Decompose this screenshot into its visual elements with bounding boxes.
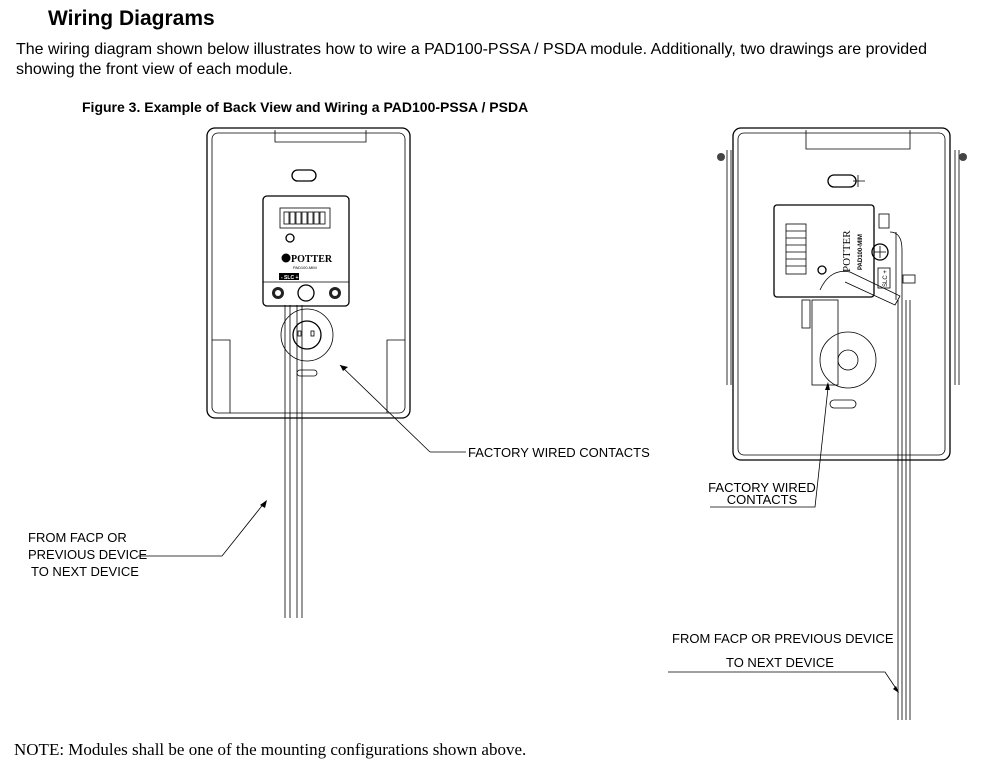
wiring-label-line-1: FROM FACP OR	[28, 530, 127, 545]
wiring-label-line-2: TO NEXT DEVICE	[726, 655, 834, 670]
left-back-view-diagram: POTTER PAD100-MIM - SLC + FACTORY WIRED …	[28, 127, 650, 618]
wiring-label-line-1: FROM FACP OR PREVIOUS DEVICE	[672, 631, 894, 646]
factory-wired-contacts-label-line-1: FACTORY WIRED	[708, 480, 816, 495]
wiring-label-line-3: TO NEXT DEVICE	[31, 564, 139, 579]
wiring-label-line-2: PREVIOUS DEVICE	[28, 547, 148, 562]
module-model-label: PAD100-MIM	[858, 234, 864, 270]
intro-paragraph: The wiring diagram shown below illustrat…	[16, 41, 927, 78]
dip-switch-icon	[785, 223, 807, 275]
factory-wired-contacts-label-line-2: CONTACTS	[727, 492, 798, 507]
dip-switch-icon	[283, 211, 326, 225]
terminal-label: SLC +	[883, 270, 889, 287]
module-brand-logo: POTTER	[291, 254, 333, 265]
module-brand-logo: POTTER	[841, 230, 853, 272]
terminal-label: - SLC +	[281, 275, 298, 281]
mounting-note: NOTE: Modules shall be one of the mounti…	[14, 740, 527, 759]
factory-wired-contacts-label: FACTORY WIRED CONTACTS	[468, 445, 650, 460]
right-side-view-diagram: POTTER PAD100-MIM SLC + FACTORY WIRED CO…	[668, 127, 967, 720]
figure-caption: Figure 3. Example of Back View and Wirin…	[82, 99, 529, 115]
section-title: Wiring Diagrams	[48, 7, 215, 30]
module-model-label: PAD100-MIM	[293, 265, 317, 270]
